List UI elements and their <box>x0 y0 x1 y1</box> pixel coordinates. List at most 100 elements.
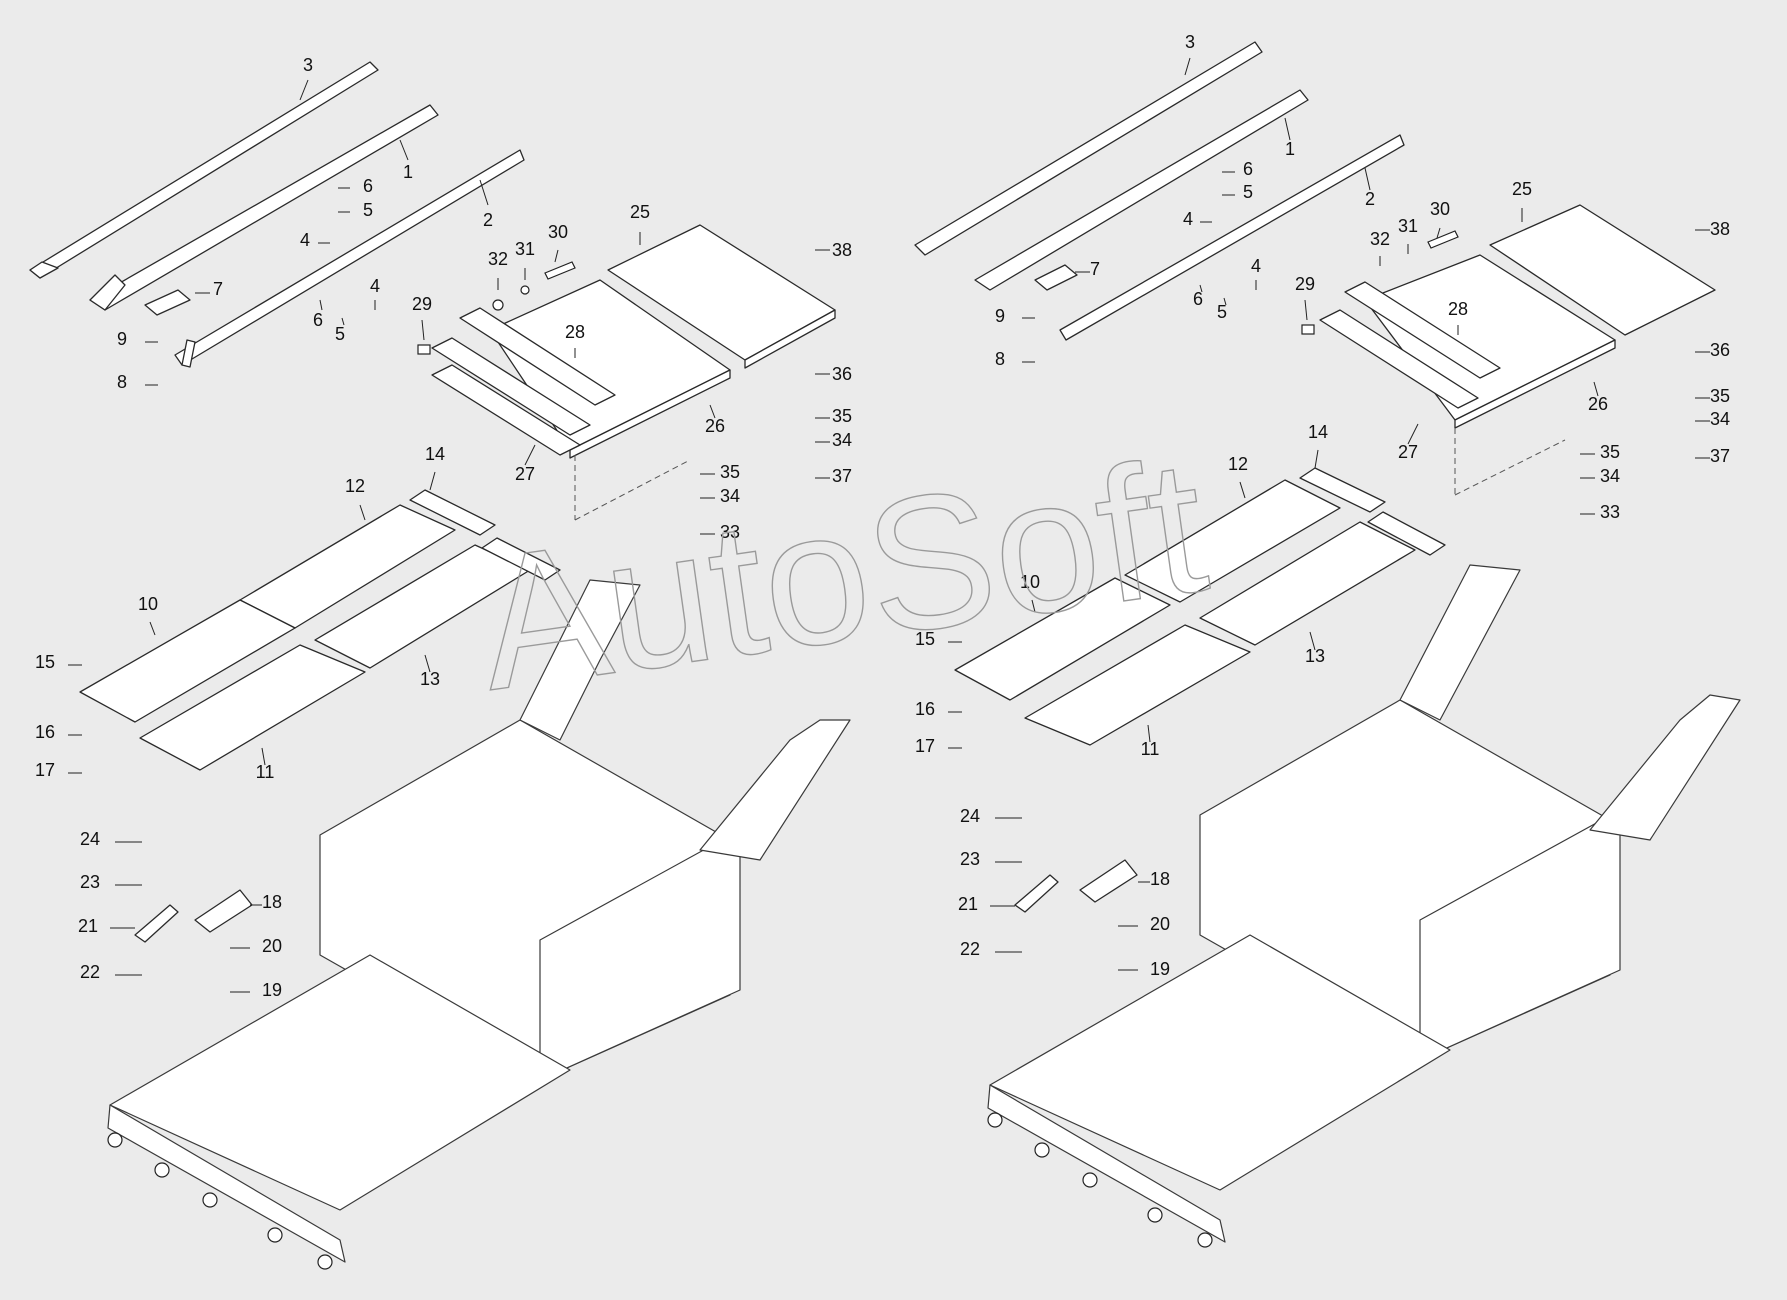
callout-leader-6 <box>1199 284 1203 293</box>
rail-3 <box>914 41 1263 256</box>
frame-ring-5 <box>1197 1232 1213 1248</box>
callout-leader-13 <box>1309 631 1316 651</box>
callout-31: 31 <box>515 239 535 259</box>
callout-24: 24 <box>960 806 980 826</box>
callout-6: 6 <box>1243 159 1253 179</box>
callout-22: 22 <box>80 962 100 982</box>
callout-15: 15 <box>915 629 935 649</box>
frame-ring-3 <box>1082 1172 1098 1188</box>
callout-38: 38 <box>832 240 852 260</box>
callout-5: 5 <box>1217 302 1227 322</box>
callout-leader-12 <box>359 504 366 521</box>
deflector-14b <box>481 537 561 581</box>
callout-19: 19 <box>1150 959 1170 979</box>
callout-35: 35 <box>832 406 852 426</box>
rail-2 <box>174 149 525 366</box>
callout-31: 31 <box>1398 216 1418 236</box>
frame-crossbar <box>107 1104 346 1263</box>
plate-26-edge <box>1454 339 1616 429</box>
callout-30: 30 <box>1430 199 1450 219</box>
callout-leader-12 <box>1239 481 1246 499</box>
callout-17: 17 <box>915 736 935 756</box>
callout-19: 19 <box>262 980 282 1000</box>
frame-arm-b <box>699 719 851 861</box>
callout-15: 15 <box>35 652 55 672</box>
bracket-7 <box>1034 264 1078 291</box>
rail-2 <box>1059 134 1405 341</box>
callout-11: 11 <box>256 762 275 782</box>
callout-leader-29 <box>421 319 425 341</box>
callout-36: 36 <box>1710 340 1730 360</box>
callout-leader-11 <box>1147 724 1151 743</box>
callout-14: 14 <box>1308 422 1328 442</box>
callout-28: 28 <box>565 322 585 342</box>
callout-leader-26 <box>1593 381 1599 397</box>
rail-1-end <box>89 274 126 311</box>
bracket-18 <box>194 889 253 933</box>
callout-5: 5 <box>363 200 373 220</box>
callout-34: 34 <box>720 486 740 506</box>
bolt-30 <box>544 261 576 280</box>
callout-14: 14 <box>425 444 445 464</box>
callout-3: 3 <box>1185 32 1195 52</box>
frame-ring-5 <box>317 1254 333 1270</box>
bracket-7 <box>144 289 191 316</box>
callout-9: 9 <box>117 329 127 349</box>
callout-leader-14 <box>429 471 436 491</box>
callout-leader-26 <box>709 404 716 419</box>
right-view <box>914 41 1741 1248</box>
callout-leader-1 <box>399 139 409 161</box>
washer-32 <box>492 299 504 311</box>
callout-leader-13 <box>424 654 431 673</box>
callout-1: 1 <box>1285 139 1295 159</box>
callout-25: 25 <box>1512 179 1532 199</box>
deflector-14b <box>1367 511 1446 556</box>
callout-34: 34 <box>832 430 852 450</box>
callout-16: 16 <box>35 722 55 742</box>
channel-27 <box>1319 309 1479 409</box>
callout-leader-6 <box>319 299 323 311</box>
callout-21: 21 <box>958 894 978 914</box>
callout-34: 34 <box>1600 466 1620 486</box>
callout-leader-11 <box>261 747 266 766</box>
callout-11: 11 <box>1141 739 1160 759</box>
bracket-18 <box>1079 859 1138 903</box>
callout-leader-27 <box>1407 423 1419 445</box>
callout-4: 4 <box>370 276 380 296</box>
callout-7: 7 <box>1090 259 1100 279</box>
callout-10: 10 <box>138 594 158 614</box>
callout-18: 18 <box>1150 869 1170 889</box>
assembly-line-r2 <box>1454 439 1566 496</box>
callout-leader-10 <box>149 621 156 636</box>
channel-28 <box>459 307 616 406</box>
callout-8: 8 <box>995 349 1005 369</box>
callout-35: 35 <box>720 462 740 482</box>
frame-ring-3 <box>202 1192 218 1208</box>
callout-10: 10 <box>1020 572 1040 592</box>
callout-12: 12 <box>1228 454 1248 474</box>
frame-ring-1 <box>107 1132 123 1148</box>
callout-30: 30 <box>548 222 568 242</box>
plate-25 <box>1489 204 1716 336</box>
panel-11 <box>139 644 366 771</box>
frame-arm-a <box>1399 564 1521 721</box>
callout-leader-30 <box>554 249 559 263</box>
callout-leader-2 <box>479 179 489 206</box>
callout-20: 20 <box>262 936 282 956</box>
callout-leader-5 <box>341 317 345 326</box>
callout-9: 9 <box>995 306 1005 326</box>
callout-23: 23 <box>80 872 100 892</box>
panel-10 <box>79 599 296 723</box>
assembly-line-l2 <box>574 459 691 521</box>
frame-ring-4 <box>267 1227 283 1243</box>
callout-leader-30 <box>1436 227 1441 239</box>
callout-34: 34 <box>1710 409 1730 429</box>
washer-31 <box>520 285 530 295</box>
callout-26: 26 <box>705 416 725 436</box>
callout-leader-5 <box>1223 297 1227 306</box>
deflector-14a <box>1299 467 1386 513</box>
frame-side <box>539 829 741 1081</box>
callout-24: 24 <box>80 829 100 849</box>
frame-bottom <box>109 954 571 1211</box>
